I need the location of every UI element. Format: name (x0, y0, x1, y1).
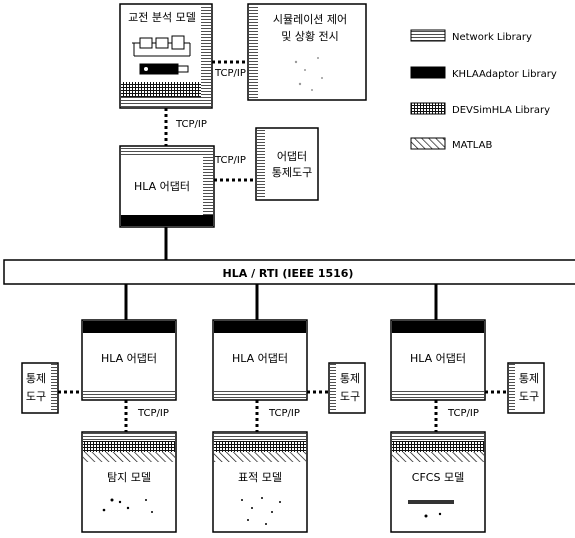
legend: Network Library KHLAAdaptor Library DEVS… (410, 29, 557, 151)
cfcs-display-marks (408, 500, 454, 518)
network-library-strip (509, 364, 515, 412)
control2-label-line1: 통제 (340, 372, 360, 385)
network-library-strip (249, 5, 258, 99)
detection-model-box: 탐지 모델 (81, 431, 177, 533)
control3-label-line2: 도구 (519, 390, 539, 403)
tcpip-label: TCP/IP (175, 119, 207, 130)
model1-label: 탐지 모델 (107, 471, 151, 484)
tcpip-label: TCP/IP (214, 155, 246, 166)
legend-label-network: Network Library (452, 32, 532, 43)
hla-adapter-box-3: HLA 어댑터 (390, 319, 486, 401)
model-block-diagram-icon (132, 35, 191, 75)
adapter-control-tool-box: 어댑터 통제도구 (255, 127, 319, 201)
simulation-control-display-box: 시뮬레이션 제어 및 상황 전시 (247, 3, 367, 101)
sim-control-label-line1: 시뮬레이션 제어 (273, 13, 347, 26)
legend-label-khlaadaptor: KHLAAdaptor Library (452, 69, 557, 80)
network-library-band (392, 433, 484, 441)
devsimhla-library-band (214, 441, 306, 452)
tcpip-label: TCP/IP (268, 408, 300, 419)
legend-swatch-devsimhla (410, 102, 446, 115)
network-library-band (83, 433, 175, 441)
matlab-band (392, 452, 484, 462)
hla-adapter-box-1: HLA 어댑터 (81, 319, 177, 401)
network-library-strip (330, 364, 336, 412)
engagement-model-label: 교전 분석 모델 (128, 11, 196, 24)
control1-label-line1: 통제 (26, 372, 46, 385)
control1-label-line2: 도구 (26, 390, 46, 403)
control-tool-box-1: 통제 도구 (21, 362, 59, 414)
adapter2-label: HLA 어댑터 (232, 352, 288, 365)
adapter3-label: HLA 어댑터 (410, 352, 466, 365)
engagement-analysis-model-box: 교전 분석 모델 (119, 3, 213, 109)
legend-swatch-khlaadaptor (410, 66, 446, 79)
network-library-band (392, 389, 484, 399)
khlaadaptor-library-band (121, 215, 213, 226)
devsimhla-library-band (121, 82, 201, 97)
control-tool-box-3: 통제 도구 (507, 362, 545, 414)
network-library-strip (203, 155, 213, 215)
khlaadaptor-library-band (214, 321, 306, 333)
top-hla-adapter-box: HLA 어댑터 (119, 145, 215, 228)
network-library-strip (201, 5, 211, 107)
adapter1-label: HLA 어댑터 (101, 352, 157, 365)
target-model-box: 표적 모델 (212, 431, 308, 533)
detection-display-dots (102, 498, 153, 513)
network-library-strip (51, 364, 57, 412)
top-control-label-line1: 어댑터 (277, 150, 307, 163)
khlaadaptor-library-band (392, 321, 484, 333)
control-tool-box-2: 통제 도구 (328, 362, 366, 414)
network-library-band (121, 147, 213, 155)
matlab-band (83, 452, 175, 462)
situation-display-dots (294, 57, 323, 91)
legend-swatch-network (410, 29, 446, 42)
khlaadaptor-library-band (83, 321, 175, 333)
legend-label-matlab: MATLAB (452, 140, 492, 151)
network-library-band (121, 97, 201, 107)
network-library-band (83, 389, 175, 399)
hla-adapter-box-2: HLA 어댑터 (212, 319, 308, 401)
tcpip-label: TCP/IP (214, 68, 246, 79)
control3-label-line1: 통제 (519, 372, 539, 385)
top-control-label-line2: 통제도구 (272, 166, 312, 179)
bus-label: HLA / RTI (IEEE 1516) (223, 267, 354, 280)
devsimhla-library-band (392, 441, 484, 452)
sim-control-label-line2: 및 상황 전시 (281, 30, 339, 43)
target-display-dots (241, 497, 281, 525)
matlab-band (214, 452, 306, 462)
tcpip-label: TCP/IP (137, 408, 169, 419)
model3-label: CFCS 모델 (412, 471, 464, 484)
tcpip-label: TCP/IP (447, 408, 479, 419)
cfcs-model-box: CFCS 모델 (390, 431, 486, 533)
control2-label-line2: 도구 (340, 390, 360, 403)
top-adapter-label: HLA 어댑터 (134, 180, 190, 193)
legend-swatch-matlab (410, 137, 446, 150)
network-library-strip (257, 129, 265, 199)
network-library-band (214, 389, 306, 399)
hla-rti-bus: HLA / RTI (IEEE 1516) (3, 259, 575, 285)
devsimhla-library-band (83, 441, 175, 452)
network-library-band (214, 433, 306, 441)
model2-label: 표적 모델 (238, 471, 282, 484)
legend-label-devsimhla: DEVSimHLA Library (452, 105, 550, 116)
